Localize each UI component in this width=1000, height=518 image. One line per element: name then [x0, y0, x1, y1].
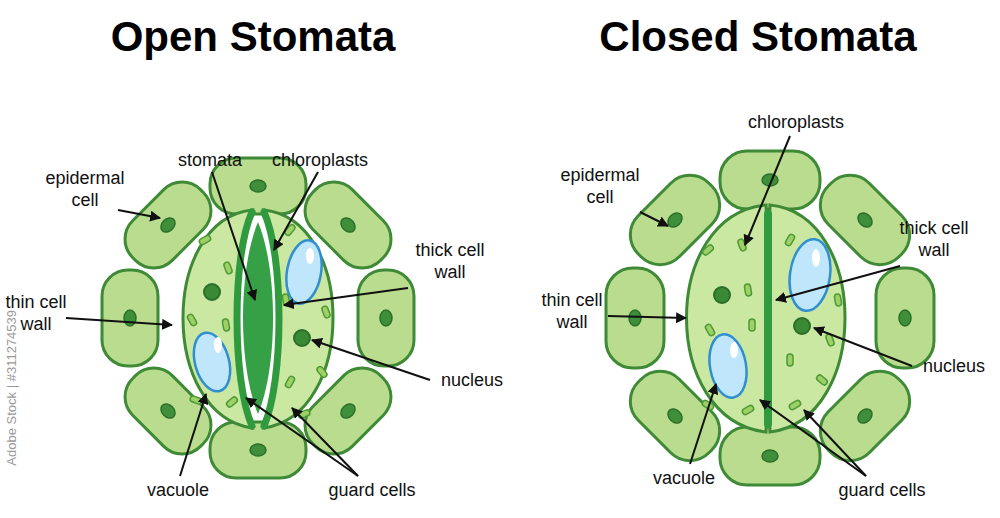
- chloroplast: [198, 234, 211, 245]
- vacuole: [705, 331, 752, 400]
- leader-line: [776, 266, 900, 300]
- leader-line: [180, 394, 206, 476]
- guard-cell: [769, 205, 846, 432]
- part-label: vacuole: [634, 468, 734, 490]
- leader-line: [640, 212, 668, 226]
- cell-nucleus: [158, 215, 178, 235]
- chloroplast: [787, 354, 793, 366]
- vacuole-highlight: [306, 248, 314, 264]
- part-label: chloroplasts: [255, 150, 385, 172]
- cell-nucleus: [338, 401, 358, 421]
- guard-cell: [183, 210, 252, 428]
- chloroplast: [186, 313, 197, 326]
- leader-line: [274, 172, 318, 250]
- diagram-title: Open Stomata: [33, 12, 473, 62]
- leader-line: [814, 328, 912, 366]
- part-label: thin cell wall: [530, 290, 615, 333]
- cell-nucleus: [338, 215, 358, 235]
- epidermal-cell: [102, 270, 158, 366]
- chloroplast: [704, 323, 715, 336]
- chloroplast: [316, 365, 328, 378]
- diagram-title: Closed Stomata: [528, 12, 988, 62]
- part-label: guard cells: [817, 480, 947, 502]
- chloroplast: [744, 284, 752, 297]
- chloroplast: [701, 244, 714, 256]
- part-label: epidermal cell: [38, 168, 133, 211]
- chloroplast: [321, 305, 331, 318]
- watermark: Adobe Stock | #311274539: [4, 268, 20, 508]
- part-label: nucleus: [909, 356, 999, 378]
- part-label: chloroplasts: [731, 112, 861, 134]
- leader-line: [118, 210, 160, 218]
- nucleus: [714, 287, 730, 303]
- chloroplast: [284, 375, 295, 388]
- leader-line: [690, 384, 716, 464]
- chloroplast: [788, 399, 801, 410]
- epidermal-cell: [720, 427, 820, 485]
- part-label: thick cell wall: [887, 218, 982, 261]
- leader-line: [804, 410, 866, 476]
- chloroplast: [222, 319, 230, 332]
- chloroplast: [815, 374, 828, 386]
- cell-nucleus: [629, 310, 641, 326]
- cell-nucleus: [158, 401, 178, 421]
- leader-line: [312, 340, 430, 380]
- vacuole-highlight: [812, 249, 820, 267]
- guard-cell: [687, 205, 768, 432]
- thick-wall: [764, 214, 772, 424]
- part-label: stomata: [150, 150, 270, 172]
- cell-nucleus: [855, 210, 875, 230]
- leader-line: [292, 408, 358, 476]
- nucleus: [794, 318, 810, 334]
- chloroplast: [189, 395, 202, 405]
- leader-line: [66, 318, 172, 325]
- guard-cell: [264, 210, 333, 428]
- vacuole-highlight: [730, 342, 738, 358]
- part-label: nucleus: [422, 370, 522, 392]
- part-label: epidermal cell: [553, 165, 648, 208]
- epidermal-cell: [876, 268, 934, 368]
- chloroplast: [297, 409, 310, 419]
- leader-line: [212, 172, 255, 300]
- chloroplast: [225, 396, 238, 408]
- cell-nucleus: [762, 450, 778, 462]
- epidermal-cell: [358, 270, 414, 366]
- cell-nucleus: [899, 310, 911, 326]
- chloroplast: [749, 319, 755, 331]
- cell-nucleus: [855, 406, 875, 426]
- stoma-pore: [243, 222, 273, 414]
- chloroplast: [741, 404, 754, 415]
- nucleus: [204, 284, 220, 300]
- epidermal-cell: [720, 151, 820, 209]
- vacuole: [188, 329, 236, 396]
- leader-line: [745, 136, 790, 245]
- cell-nucleus: [380, 310, 392, 326]
- part-label: thick cell wall: [403, 240, 498, 283]
- part-label: vacuole: [128, 480, 228, 502]
- cell-nucleus: [124, 310, 136, 326]
- vacuole: [785, 237, 835, 314]
- cell-nucleus: [250, 444, 266, 456]
- cell-nucleus: [250, 180, 266, 192]
- cell-nucleus: [665, 210, 685, 230]
- leader-line: [284, 288, 408, 305]
- chloroplast: [784, 233, 795, 246]
- vacuole-highlight: [214, 337, 222, 353]
- part-label: guard cells: [307, 480, 437, 502]
- cell-nucleus: [665, 406, 685, 426]
- leader-line: [246, 398, 358, 476]
- leader-line: [760, 400, 866, 476]
- chloroplast: [223, 261, 233, 274]
- thick-wall: [237, 212, 252, 426]
- leader-line: [608, 316, 686, 318]
- chloroplast: [834, 294, 842, 307]
- vacuole: [282, 238, 327, 307]
- nucleus: [294, 330, 310, 346]
